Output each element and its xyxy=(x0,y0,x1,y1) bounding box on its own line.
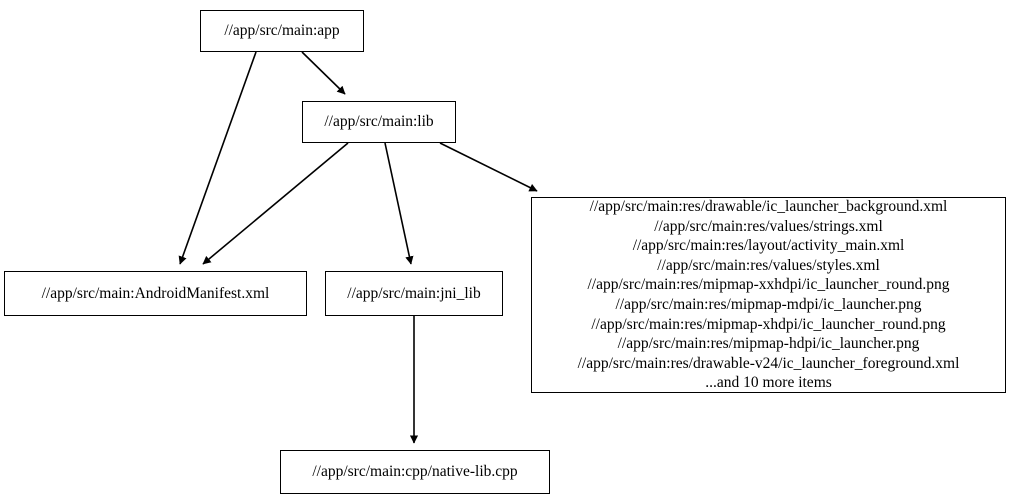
node-lib-label: //app/src/main:lib xyxy=(324,113,434,131)
node-app-label: //app/src/main:app xyxy=(224,22,340,40)
node-resources-bundle[interactable]: //app/src/main:res/drawable/ic_launcher_… xyxy=(531,197,1006,393)
node-jni-lib-label: //app/src/main:jni_lib xyxy=(347,284,481,302)
edge-app-to-lib xyxy=(301,51,346,95)
edge-lib-to-manifest xyxy=(202,142,349,265)
node-lib[interactable]: //app/src/main:lib xyxy=(302,101,456,143)
node-android-manifest[interactable]: //app/src/main:AndroidManifest.xml xyxy=(4,271,307,316)
edge-lib-to-resources xyxy=(439,142,538,192)
node-app[interactable]: //app/src/main:app xyxy=(200,10,364,52)
node-android-manifest-label: //app/src/main:AndroidManifest.xml xyxy=(41,284,270,302)
edge-lib-to-jni-lib xyxy=(384,142,414,265)
node-resources-bundle-label: //app/src/main:res/drawable/ic_launcher_… xyxy=(577,198,960,392)
edge-app-to-manifest xyxy=(178,51,257,265)
node-jni-lib[interactable]: //app/src/main:jni_lib xyxy=(325,271,503,316)
node-native-lib-cpp-label: //app/src/main:cpp/native-lib.cpp xyxy=(312,463,518,481)
node-native-lib-cpp[interactable]: //app/src/main:cpp/native-lib.cpp xyxy=(280,450,550,494)
